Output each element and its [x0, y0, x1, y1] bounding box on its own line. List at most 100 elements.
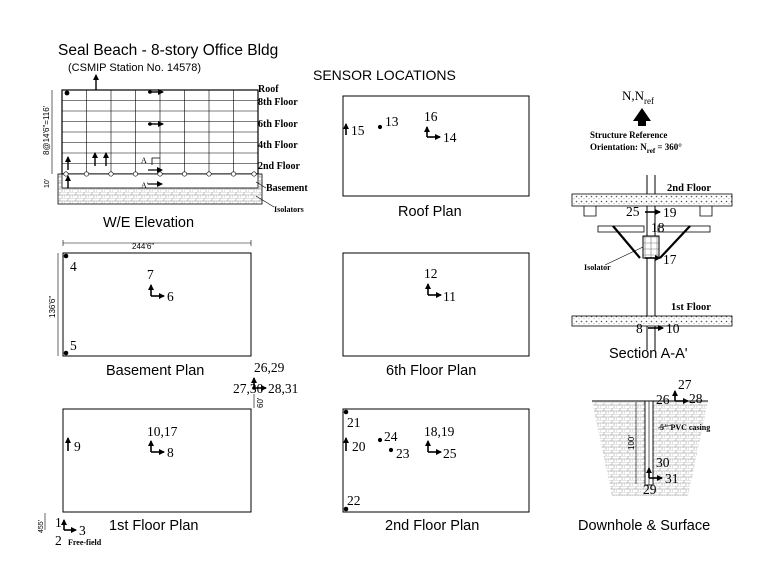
free-field-label: Free-field	[68, 538, 102, 547]
base-dimension: 10'	[44, 179, 51, 188]
elevation-grid	[62, 90, 258, 174]
isolators-label: Isolators	[274, 205, 304, 214]
basement-depth-dim: 136'6"	[48, 296, 57, 318]
sensor-12-label: 12	[424, 266, 438, 281]
sensor-11-label: 11	[443, 289, 456, 304]
basement-width-dim: 244'6"	[132, 242, 154, 251]
isolator-label: Isolator	[584, 263, 611, 272]
section-caption: Section A-A'	[609, 346, 688, 362]
sensor-18-19-label: 18,19	[424, 424, 455, 439]
sensor-2-label: 2	[55, 533, 62, 548]
sensor-24-label: 24	[384, 429, 398, 444]
sensor-3-label: 3	[79, 523, 86, 538]
floor-label-8th: 8th Floor	[258, 97, 298, 108]
downhole-sensor-26: 26	[656, 392, 670, 407]
near-field-distance: 60'	[256, 397, 265, 408]
basement-plan-caption: Basement Plan	[106, 363, 204, 379]
2nd-floor-slab	[571, 193, 733, 207]
floor-label-6th: 6th Floor	[258, 119, 298, 130]
section-mark-a-prime: A'	[141, 181, 149, 190]
downhole-sensor-31: 31	[665, 471, 679, 486]
sensor-16-label: 16	[424, 109, 438, 124]
free-field-station: 455' 1 3 2 Free-field	[38, 513, 102, 548]
north-reference: N,Nref Structure Reference Orientation: …	[590, 88, 682, 155]
isolators-leader	[255, 195, 275, 208]
sixth-floor-plan-caption: 6th Floor Plan	[386, 363, 476, 379]
floor-label-4th: 4th Floor	[258, 140, 298, 151]
casing-label: 5" PVC casing	[660, 423, 710, 432]
free-field-distance: 455'	[38, 520, 45, 533]
near-field-dot	[252, 386, 256, 390]
section-sensor-8: 8	[636, 321, 643, 336]
section-2nd-floor-label: 2nd Floor	[667, 183, 711, 194]
floor-label-roof: Roof	[258, 84, 279, 95]
page-title: Seal Beach - 8-story Office Bldg	[58, 42, 278, 59]
sensor-1-label: 1	[55, 515, 62, 530]
1st-floor-slab	[571, 315, 733, 327]
isolator-leader	[604, 246, 644, 266]
sensor-4-dot	[63, 253, 69, 259]
elevation-caption: W/E Elevation	[103, 215, 194, 231]
station-number: (CSMIP Station No. 14578)	[68, 62, 201, 74]
sensor-5-dot	[63, 350, 69, 356]
second-floor-plan-caption: 2nd Floor Plan	[385, 518, 479, 534]
sensor-locations-heading: SENSOR LOCATIONS	[313, 67, 456, 83]
sensor-5-label: 5	[70, 338, 77, 353]
floor-labels: Roof 8th Floor 6th Floor 4th Floor 2nd F…	[258, 84, 308, 194]
sensor-23-label: 23	[396, 446, 410, 461]
elevation-view: A A' 8@14'6"=116' 10' Roof 8th Floor 6th…	[42, 74, 308, 231]
sensor-22-dot	[343, 506, 349, 512]
sensor-24-dot	[377, 437, 383, 443]
sixth-floor-plan-outline	[342, 252, 530, 357]
sensor-15-label: 15	[351, 123, 365, 138]
first-floor-plan-outline	[62, 408, 252, 513]
sensor-21-label: 21	[347, 415, 361, 430]
section-view: 2nd Floor Isolator 1st Floor 25 19 18 17…	[571, 175, 733, 362]
basement-plan: 244'6" 136'6" 4 5 7 6 Basement Plan	[48, 240, 252, 379]
floor-label-2nd: 2nd Floor	[258, 161, 301, 172]
downhole-sensor-29: 29	[643, 482, 657, 497]
sensor-20-label: 20	[352, 439, 366, 454]
north-arrow-icon	[633, 108, 651, 126]
second-floor-plan: 21 20 24 23 18,19 25 22 2nd Floor Plan	[342, 408, 530, 534]
orientation-line-1: Structure Reference	[590, 130, 667, 140]
basement-leader	[255, 181, 267, 189]
first-floor-plan-caption: 1st Floor Plan	[109, 518, 198, 534]
section-sensor-18: 18	[651, 220, 665, 235]
isolator-row	[63, 171, 257, 177]
sensor-13-dot	[377, 124, 383, 130]
sensor-27-30-label: 27,30	[233, 381, 264, 396]
braces	[612, 225, 691, 259]
elevation-roof-sensor-dot	[64, 90, 70, 96]
girder-left	[597, 225, 645, 233]
roof-plan-outline	[342, 95, 530, 197]
sensor-6-label: 6	[167, 289, 174, 304]
basement-plan-outline	[62, 252, 252, 357]
sensor-23-dot	[388, 447, 394, 453]
sensor-25-label: 25	[443, 446, 457, 461]
section-sensor-25: 25	[626, 204, 640, 219]
sensor-22-label: 22	[347, 493, 361, 508]
sixth-floor-plan: 12 11 6th Floor Plan	[342, 252, 530, 379]
elevation-roof-arrow-dot	[148, 90, 152, 94]
isolator-bearing	[642, 235, 660, 259]
first-floor-plan: 9 10,17 8 1st Floor Plan	[62, 408, 252, 534]
downhole-sensor-27: 27	[678, 377, 692, 392]
2nd-floor-beams	[583, 206, 713, 217]
section-1st-floor-label: 1st Floor	[671, 302, 711, 313]
floor-label-basement: Basement	[266, 183, 308, 194]
sensor-21-dot	[343, 409, 349, 415]
sensor-8-label: 8	[167, 445, 174, 460]
sensor-26-29-label: 26,29	[254, 360, 285, 375]
downhole-depth: 100'	[627, 435, 636, 450]
elevation-6th-arrow-dot	[148, 122, 152, 126]
roof-plan: 15 13 16 14 Roof Plan	[342, 95, 530, 220]
section-sensor-10: 10	[666, 321, 680, 336]
downhole-sensor-28: 28	[689, 391, 703, 406]
sensor-28-31-label: 28,31	[268, 381, 298, 396]
width-dim-ticks	[62, 240, 252, 246]
section-mark-a: A	[141, 156, 147, 165]
downhole-caption: Downhole & Surface	[578, 518, 710, 534]
sensor-9-label: 9	[74, 439, 81, 454]
